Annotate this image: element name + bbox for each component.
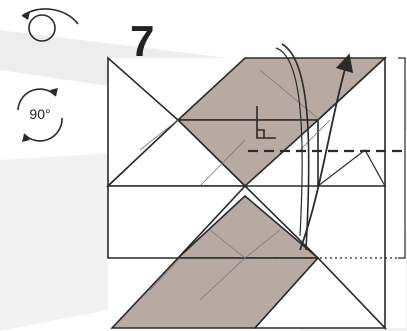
rotate-90-label: 90° [20,106,60,122]
lower-half [108,186,400,328]
step-number: 7 [130,20,154,64]
